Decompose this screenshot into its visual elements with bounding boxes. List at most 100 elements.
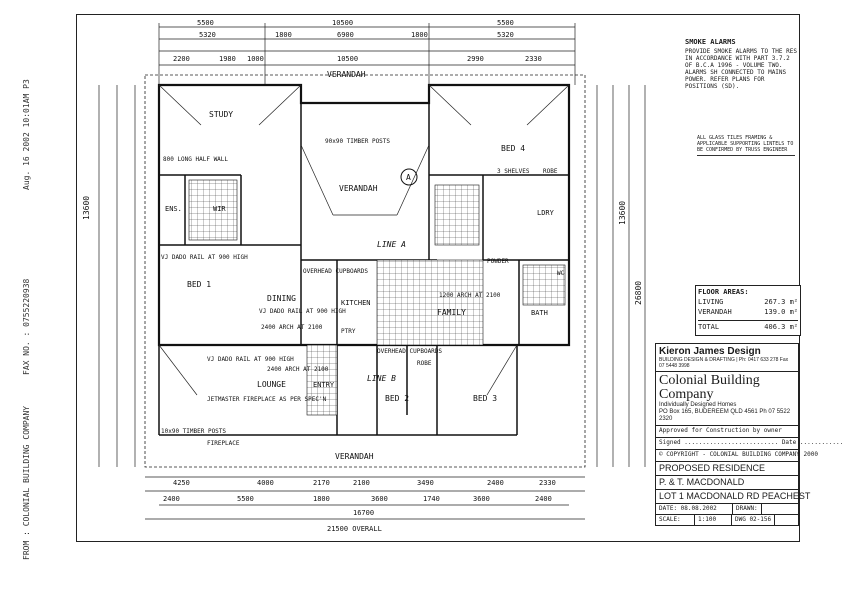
room-verandah-center: VERANDAH — [339, 184, 378, 193]
floor-area-label: LIVING — [698, 298, 724, 306]
room-shelves: 3 SHELVES — [497, 168, 530, 175]
scale-label: SCALE: — [656, 515, 695, 525]
dim-btm-r2-1: 2400 — [163, 495, 180, 503]
arch-note-1: 2400 ARCH AT 2100 — [267, 366, 329, 373]
dim-top-r2-4: 1800 — [411, 31, 428, 39]
fax-header-strip: FROM : COLONIAL BUILDING COMPANY FAX NO.… — [14, 40, 54, 560]
room-bed2: BED 2 — [385, 394, 409, 403]
room-dining: DINING — [267, 294, 296, 303]
room-bed4: BED 4 — [501, 144, 525, 153]
bottom-dimension-lines — [145, 476, 585, 520]
arch-note-2: 1200 ARCH AT 2100 — [439, 292, 501, 299]
floor-area-label: VERANDAH — [698, 308, 732, 316]
lot-address: LOT 1 MACDONALD RD PEACHEST — [656, 489, 810, 503]
dim-top-r3-6: 2330 — [525, 55, 542, 63]
dwg-number: DWG 02-156 — [732, 515, 776, 525]
date-field: DATE: 08.08.2002 — [656, 504, 733, 514]
company-block: Colonial Building Company Individually D… — [656, 372, 798, 425]
floor-area-row: VERANDAH 139.0 m² — [698, 308, 798, 318]
signature-line: Signed .......................... Date .… — [656, 437, 843, 449]
dim-btm-r2-4: 3600 — [371, 495, 388, 503]
scale-row: SCALE: 1:100 DWG 02-156 — [656, 514, 798, 525]
designer-sub: BUILDING DESIGN & DRAFTING | Ph: 0417 63… — [659, 357, 789, 369]
ldry-tiles — [434, 184, 480, 246]
room-lounge: LOUNGE — [257, 380, 286, 389]
room-verandah-top: VERANDAH — [327, 70, 366, 79]
designer-block: Kieron James Design BUILDING DESIGN & DR… — [656, 344, 798, 372]
floor-area-total-value: 406.3 m² — [764, 323, 798, 331]
vj-dado-note-2: VJ DADO RAIL AT 900 HIGH — [259, 308, 346, 315]
smoke-alarms-body: PROVIDE SMOKE ALARMS TO THE RES IN ACCOR… — [685, 48, 797, 90]
smoke-alarms-title: SMOKE ALARMS — [685, 38, 736, 46]
floor-area-value: 139.0 m² — [764, 308, 798, 316]
approval-line: Approved for Construction by owner — [656, 425, 798, 437]
room-wir: WIR — [213, 205, 226, 213]
dim-btm-r1-7: 2330 — [539, 479, 556, 487]
dim-top-2: 10500 — [332, 19, 353, 27]
dim-top-r3-1: 2200 — [173, 55, 190, 63]
dim-top-r2-5: 5320 — [497, 31, 514, 39]
dim-top-r3-4: 10500 — [337, 55, 358, 63]
title-block: Kieron James Design BUILDING DESIGN & DR… — [655, 343, 843, 526]
company-name: Colonial Building Company — [659, 373, 760, 402]
room-verandah-bottom: VERANDAH — [335, 452, 374, 461]
fireplace-note: JETMASTER FIREPLACE AS PER SPEC'N — [207, 396, 327, 403]
room-ldry: LDRY — [537, 209, 555, 217]
dim-top-r3-3: 1000 — [247, 55, 264, 63]
floor-area-value: 267.3 m² — [764, 298, 798, 306]
dim-btm-r2-6: 3600 — [473, 495, 490, 503]
floor-area-total-row: TOTAL 406.3 m² — [698, 320, 798, 333]
dim-right-outer: 26800 — [634, 281, 643, 305]
floor-areas-title: FLOOR AREAS: — [698, 288, 749, 296]
fax-from: FROM : COLONIAL BUILDING COMPANY — [22, 405, 31, 560]
dim-top-3: 5500 — [497, 19, 514, 27]
section-marker-label: A — [406, 173, 411, 182]
dim-top-r3-2: 1980 — [219, 55, 236, 63]
company-sub: Individually Designed Homes — [659, 402, 737, 408]
side-dimension-lines — [98, 85, 646, 467]
room-bed1: BED 1 — [187, 280, 211, 289]
floor-area-total-label: TOTAL — [698, 323, 720, 331]
room-powder: POWDER — [487, 258, 509, 265]
fax-number: FAX NO. : 0755220938 — [22, 278, 31, 375]
dim-left-total: 13600 — [82, 196, 91, 220]
vj-dado-note-1: VJ DADO RAIL AT 900 HIGH — [161, 254, 248, 261]
room-entry: ENTRY — [313, 381, 335, 389]
roof-lines — [158, 84, 570, 396]
client-name: P. & T. MACDONALD — [656, 475, 798, 489]
top-dimension-lines — [158, 23, 576, 85]
dim-top-r2-2: 1800 — [275, 31, 292, 39]
designer-name: Kieron James Design — [659, 346, 761, 357]
floor-plan: 5500 10500 5500 5320 1800 6900 1800 5320… — [82, 19, 646, 533]
room-kitchen: KITCHEN — [341, 299, 371, 307]
line-b-label: LINE B — [367, 374, 396, 383]
fax-timestamp: Aug. 16 2002 10:01AM P3 — [22, 79, 31, 190]
smoke-alarms-note: SMOKE ALARMS PROVIDE SMOKE ALARMS TO THE… — [685, 39, 797, 119]
drawn-field: DRAWN: — [733, 504, 762, 514]
family-tiles — [376, 259, 484, 346]
dim-top-1: 5500 — [197, 19, 214, 27]
dim-overall: 21500 OVERALL — [327, 525, 382, 533]
dim-btm-r1-2: 4000 — [257, 479, 274, 487]
arch-note-3: 2400 ARCH AT 2100 — [261, 324, 323, 331]
copyright-line: © COPYRIGHT - COLONIAL BUILDING COMPANY … — [656, 449, 818, 461]
dim-btm-r3: 16700 — [353, 509, 374, 517]
company-contact: PO Box 165, BUDEREEM QLD 4561 Ph 07 5522… — [659, 409, 791, 422]
dim-top-r2-1: 5320 — [199, 31, 216, 39]
ens-tiles — [188, 179, 238, 241]
overhead-cupboards-2: OVERHEAD CUPBOARDS — [377, 348, 442, 355]
dim-btm-r2-3: 1800 — [313, 495, 330, 503]
timber-posts-note: 90x90 TIMBER POSTS — [325, 138, 390, 145]
floor-area-row: LIVING 267.3 m² — [698, 298, 798, 308]
floor-areas-table: FLOOR AREAS: LIVING 267.3 m² VERANDAH 13… — [695, 285, 801, 336]
room-family: FAMILY — [437, 308, 466, 317]
scale-value: 1:100 — [695, 515, 732, 525]
date-row: DATE: 08.08.2002 DRAWN: — [656, 503, 798, 514]
glazing-note: ALL GLASS TILES FRAMING & APPLICABLE SUP… — [697, 135, 795, 156]
room-wc: WC — [557, 270, 565, 277]
dim-btm-r1-5: 3490 — [417, 479, 434, 487]
line-a-label: LINE A — [377, 240, 406, 249]
verandah-outline — [144, 74, 586, 468]
dim-btm-r2-5: 1740 — [423, 495, 440, 503]
section-marker-a — [400, 168, 418, 186]
